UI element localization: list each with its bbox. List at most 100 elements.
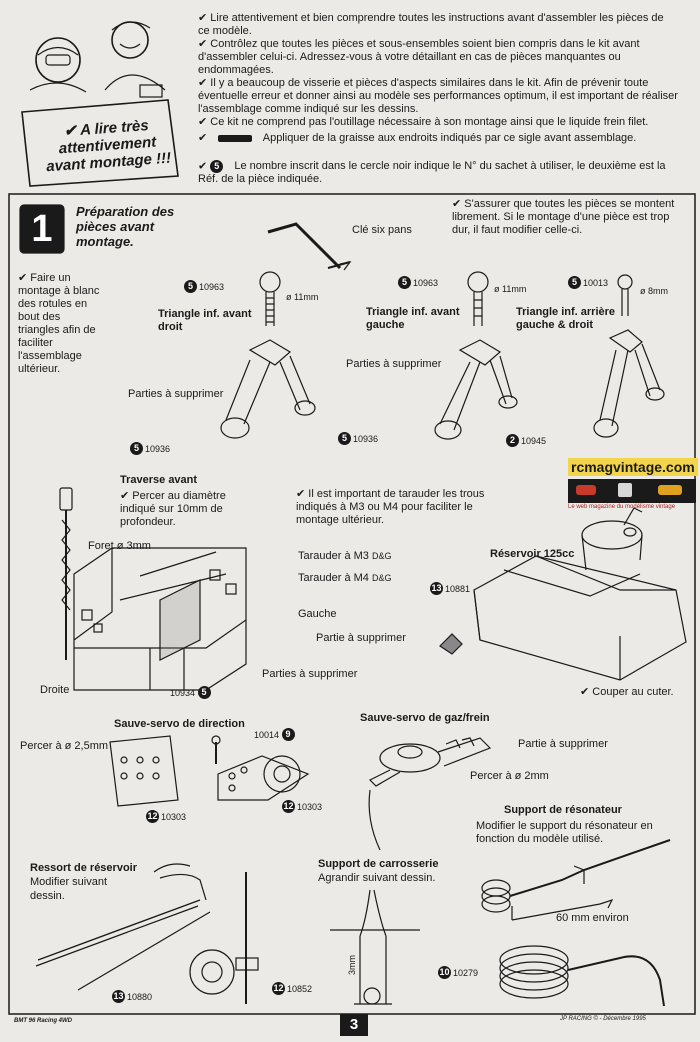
intro-line-3: ✔ Il y a beaucoup de visserie et pièces … [198, 77, 678, 115]
step-number-box [19, 204, 65, 254]
check-icon: ✔ [198, 132, 208, 144]
triangle-2-ball-ref-num: 10963 [413, 277, 439, 288]
buggy-icon [658, 485, 682, 495]
tarauder-m3-sub: D&G [372, 551, 392, 561]
note-tarauder: ✔ Il est important de tarauder les trous… [296, 488, 485, 526]
droite-label: Droite [40, 684, 70, 696]
resonateur-bag: 10 [438, 966, 451, 979]
warning-sign-board [21, 99, 179, 187]
legend-bag-badge: 5 [210, 160, 224, 173]
step-title: Préparation des pièces avant montage. [76, 204, 174, 249]
carrosserie-text: Agrandir suivant dessin. [318, 872, 436, 884]
traverse-ref-num: 10934 [170, 687, 196, 698]
sauve-direction-screw-ref: 10014 [254, 729, 280, 740]
rcmagvintage-logo: rcmagvintage.com Le web magazine du modé… [568, 458, 698, 516]
resonateur-text: Modifier le support du résonateur en fon… [476, 820, 653, 845]
drill-bit [59, 487, 73, 660]
reservoir-drawing [439, 507, 687, 681]
reservoir-bag: 13 [430, 582, 443, 595]
sauve-gaz-title: Sauve-servo de gaz/frein [360, 712, 490, 724]
bag-legend: ✔ 5 Le nombre inscrit dans le cercle noi… [198, 160, 678, 186]
step-title-line-2: pièces avant [76, 219, 155, 234]
resonateur-length: 60 mm environ [556, 912, 629, 924]
reservoir-ref-num: 10881 [445, 583, 471, 594]
triangle-1-ball-ref-num: 10963 [199, 281, 225, 292]
triangle-1-parts: Parties à supprimer [128, 388, 224, 400]
triangle-3-part-ref-num: 10945 [521, 435, 547, 446]
logo-name: rcmagvintage.com [568, 458, 698, 476]
triangle-arriere-drawing [593, 274, 665, 438]
triangle-3-ball-ref-num: 10013 [583, 277, 609, 288]
sauve-direction-screw-bag: 9 [281, 728, 295, 741]
page-number: 3 [340, 1014, 368, 1036]
traverse-instruction: ✔ Percer au diamètre indiqué sur 10mm de… [120, 490, 226, 528]
sauve-direction-title: Sauve-servo de direction [114, 718, 245, 730]
ressort-text-2: dessin. [30, 890, 65, 902]
ressort-ref-num: 10880 [127, 991, 153, 1002]
resonateur-ref-num: 10279 [453, 967, 479, 978]
ressort-bag: 13 [112, 990, 125, 1003]
grease-tube-icon [218, 134, 253, 142]
tarauder-m4-sub: D&G [372, 573, 392, 583]
foret-label: Foret ø 3mm [88, 540, 151, 552]
triangle-avant-droit-drawing [220, 271, 316, 439]
engine-icon [618, 483, 632, 497]
triangle-1-title: Triangle inf. avant droit [158, 308, 252, 333]
intro-line-4: ✔ Ce kit ne comprend pas l'outillage néc… [198, 116, 649, 128]
triangle-3-part-bag: 2 [506, 434, 519, 447]
triangle-2-part-ref-num: 10936 [353, 433, 379, 444]
triangle-1-ball-dia: ø 11mm [286, 292, 319, 302]
ressort-drawing [35, 863, 259, 1004]
traverse-ref: 10934 5 [168, 686, 211, 699]
step-number: 1 [31, 208, 53, 250]
carrosserie-drawing [330, 889, 420, 1005]
sauve-direction-ref-num: 10303 [161, 811, 187, 822]
sauve-direction-percer: Percer à ø 2,5mm [20, 740, 109, 752]
triangle-2-ball-bag: 5 [398, 276, 411, 289]
warning-sign: ✔ A lire très attentivement avant montag… [38, 115, 176, 175]
sauve-servo-direction-drawing [109, 735, 310, 807]
triangle-3-ball-bag: 5 [568, 276, 581, 289]
note-montage-blanc: ✔ Faire un montage à blanc des rotules e… [18, 272, 100, 375]
triangle-2-ball-dia: ø 11mm [494, 284, 527, 294]
tarauder-m3-label: Tarauder à M3 [298, 550, 369, 562]
legend-text: Le nombre inscrit dans le cercle noir in… [198, 160, 666, 186]
footer-copyright: JP RACING © - Décembre 1995 [560, 1016, 646, 1022]
sauve-direction-screw: 10014 9 [252, 728, 295, 741]
footer-model: BMT 96 Racing 4WD [14, 1018, 73, 1024]
note-montage-libre: ✔ S'assurer que toutes les pièces se mon… [452, 198, 675, 236]
carrosserie-title: Support de carrosserie [318, 858, 439, 870]
sauve-gaz-ref-num: 10303 [297, 801, 323, 812]
triangle-1-part-bag: 5 [130, 442, 143, 455]
traverse-bag: 5 [197, 686, 211, 699]
triangle-3-ball-dia: ø 8mm [640, 286, 668, 296]
tarauder-m4-label: Tarauder à M4 [298, 572, 369, 584]
logo-car-strip [568, 479, 696, 503]
cartoon-mechanics [29, 21, 166, 98]
carrosserie-dim: 3mm [347, 955, 357, 975]
triangle-avant-gauche-drawing [434, 271, 518, 440]
triangle-1-ball-bag: 5 [184, 280, 197, 293]
grease-text: Appliquer de la graisse aux endroits ind… [262, 132, 637, 144]
note-couper: ✔ Couper au cuter. [580, 686, 674, 698]
logo-tagline: Le web magazine du modélisme vintage [568, 504, 676, 510]
carrosserie-ref-num: 10852 [287, 983, 313, 994]
traverse-avant-drawing [73, 547, 247, 691]
hex-wrench [267, 222, 342, 270]
traverse-parts: Parties à supprimer [262, 668, 358, 680]
sauve-gaz-bag: 12 [282, 800, 295, 813]
gauche-label: Gauche [298, 608, 337, 620]
sauve-gaz-percer: Percer à ø 2mm [470, 770, 549, 782]
triangle-3-title: Triangle inf. arrière gauche & droit [516, 306, 616, 331]
resonateur-title: Support de résonateur [504, 804, 622, 816]
legend-check: ✔ [198, 160, 208, 173]
sauve-servo-gaz-drawing [368, 737, 492, 851]
